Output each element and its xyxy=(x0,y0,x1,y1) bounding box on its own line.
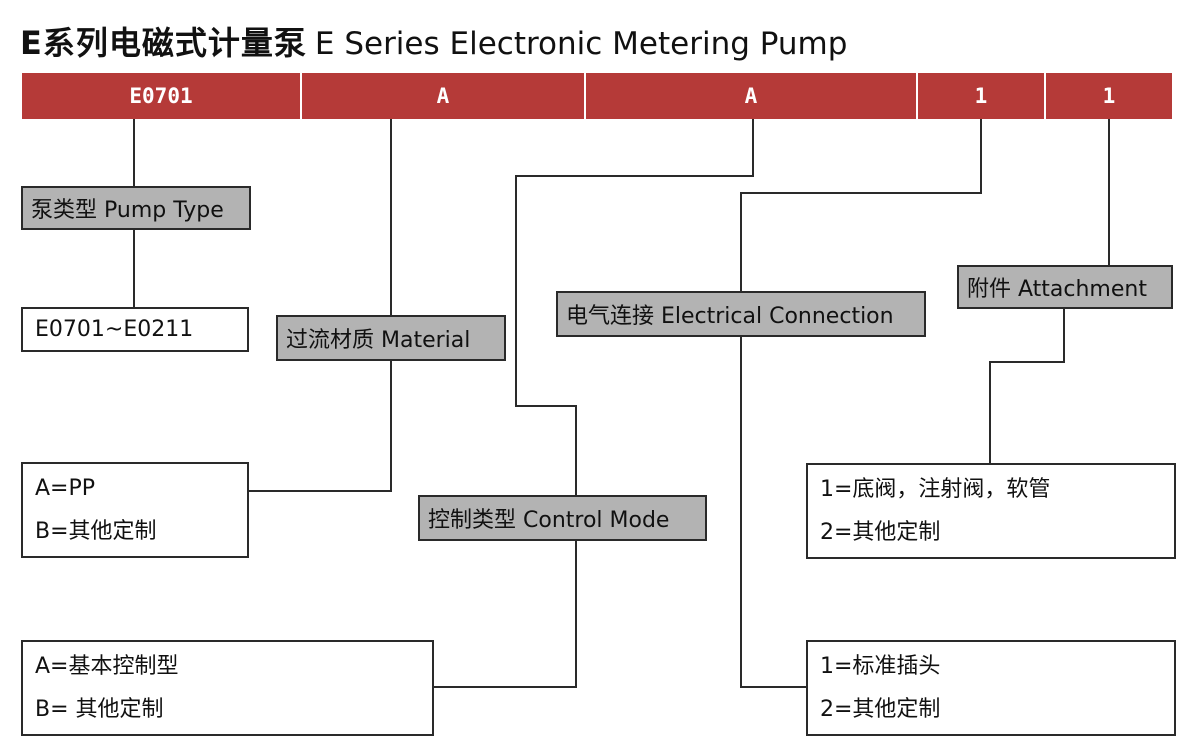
material-option: B=其他定制 xyxy=(35,519,157,544)
attachment-options-box: 1=底阀，注射阀，软管 2=其他定制 xyxy=(806,463,1176,559)
code-segment-material: A xyxy=(302,73,584,119)
pump-type-label: 泵类型 Pump Type xyxy=(21,186,251,230)
control-mode-label: 控制类型 Control Mode xyxy=(418,495,707,541)
material-option: A=PP xyxy=(35,476,96,501)
attachment-option: 2=其他定制 xyxy=(820,520,941,545)
control-mode-option: A=基本控制型 xyxy=(35,654,179,679)
electrical-connection-label: 电气连接 Electrical Connection xyxy=(556,291,926,337)
code-segment-attachment: 1 xyxy=(1046,73,1172,119)
connector-line xyxy=(249,361,392,492)
attachment-label: 附件 Attachment xyxy=(957,265,1173,309)
pump-type-options-box: E0701~E0211 xyxy=(21,307,249,352)
connector-line xyxy=(434,541,577,688)
attachment-option: 1=底阀，注射阀，软管 xyxy=(820,477,1051,502)
code-segment-pump-type: E0701 xyxy=(22,73,300,119)
connector-line xyxy=(515,119,754,495)
connector-line xyxy=(989,309,1065,463)
material-label: 过流材质 Material xyxy=(276,315,506,361)
pump-type-option: E0701~E0211 xyxy=(35,317,194,342)
title-english: E Series Electronic Metering Pump xyxy=(314,26,848,62)
connector-line xyxy=(740,119,982,291)
page-title: E系列电磁式计量泵 E Series Electronic Metering P… xyxy=(20,18,847,64)
code-segment-control-mode: A xyxy=(586,73,916,119)
control-mode-options-box: A=基本控制型 B= 其他定制 xyxy=(21,640,434,736)
material-options-box: A=PP B=其他定制 xyxy=(21,462,249,558)
control-mode-option: B= 其他定制 xyxy=(35,697,164,722)
electrical-connection-options-box: 1=标准插头 2=其他定制 xyxy=(806,640,1176,736)
connector-line xyxy=(740,337,806,688)
code-segment-electrical-connection: 1 xyxy=(918,73,1044,119)
electrical-connection-option: 2=其他定制 xyxy=(820,697,941,722)
electrical-connection-option: 1=标准插头 xyxy=(820,654,941,679)
title-chinese: E系列电磁式计量泵 xyxy=(20,24,307,62)
